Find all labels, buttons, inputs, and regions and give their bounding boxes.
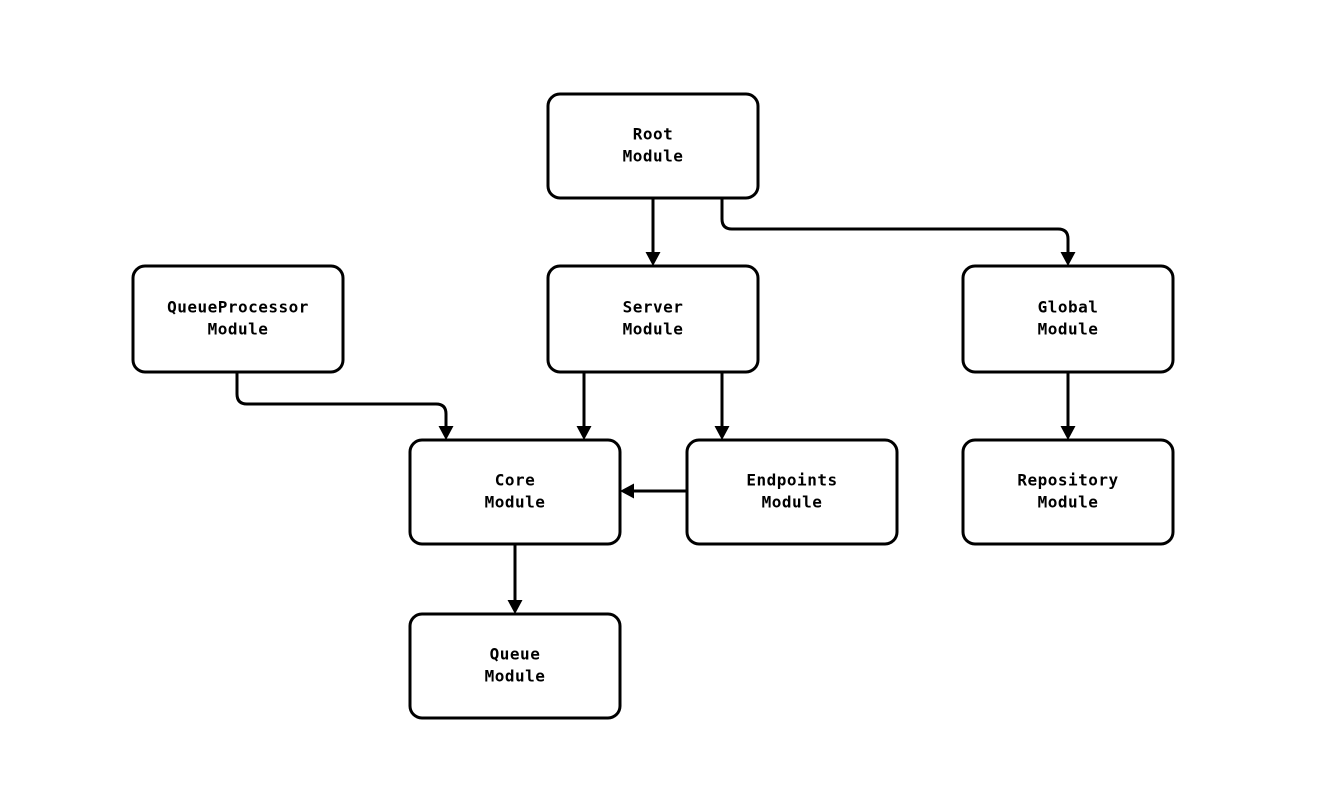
nodes-layer: RootModuleQueueProcessorModuleServerModu…	[131, 92, 1175, 720]
arrowhead-icon	[620, 483, 634, 499]
arrowhead-icon	[714, 426, 730, 440]
node-label-line1: Endpoints	[746, 471, 837, 490]
node-box[interactable]	[546, 92, 760, 200]
arrowhead-icon	[438, 426, 454, 440]
edge-server-to-endpoints	[714, 372, 730, 440]
arrowhead-icon	[1060, 252, 1076, 266]
node-box[interactable]	[546, 264, 760, 374]
edge-core-to-queue	[507, 544, 523, 614]
node-label-line1: Repository	[1017, 471, 1118, 490]
edges-layer	[235, 198, 1076, 614]
arrowhead-icon	[645, 252, 661, 266]
node-box[interactable]	[408, 612, 622, 720]
arrowhead-icon	[576, 426, 592, 440]
node-label-line1: Core	[495, 471, 536, 490]
node-label-line1: Root	[633, 125, 674, 144]
node-label-line2: Module	[208, 320, 269, 339]
node-label-line2: Module	[762, 493, 823, 512]
node-box[interactable]	[408, 438, 622, 546]
node-label-line2: Module	[485, 493, 546, 512]
node-label-line1: QueueProcessor	[167, 298, 309, 317]
node-label-line2: Module	[1038, 493, 1099, 512]
edge-server-to-core	[576, 372, 592, 440]
node-label-line2: Module	[623, 320, 684, 339]
node-label-line2: Module	[623, 147, 684, 166]
node-box[interactable]	[961, 438, 1175, 546]
node-box[interactable]	[685, 438, 899, 546]
edge-endpoints-to-core	[620, 483, 687, 499]
edge-line	[720, 198, 1070, 254]
node-label-line1: Global	[1038, 298, 1099, 317]
edge-line	[235, 372, 448, 428]
node-box[interactable]	[961, 264, 1175, 374]
node-label-line2: Module	[485, 667, 546, 686]
edge-queueprocessor-to-core	[235, 372, 454, 440]
edge-global-to-repository	[1060, 372, 1076, 440]
node-label-line1: Queue	[490, 645, 541, 664]
arrowhead-icon	[1060, 426, 1076, 440]
node-box[interactable]	[131, 264, 345, 374]
arrowhead-icon	[507, 600, 523, 614]
node-label-line1: Server	[623, 298, 684, 317]
node-label-line2: Module	[1038, 320, 1099, 339]
edge-root-to-server	[645, 198, 661, 266]
edge-root-to-global	[720, 198, 1076, 266]
